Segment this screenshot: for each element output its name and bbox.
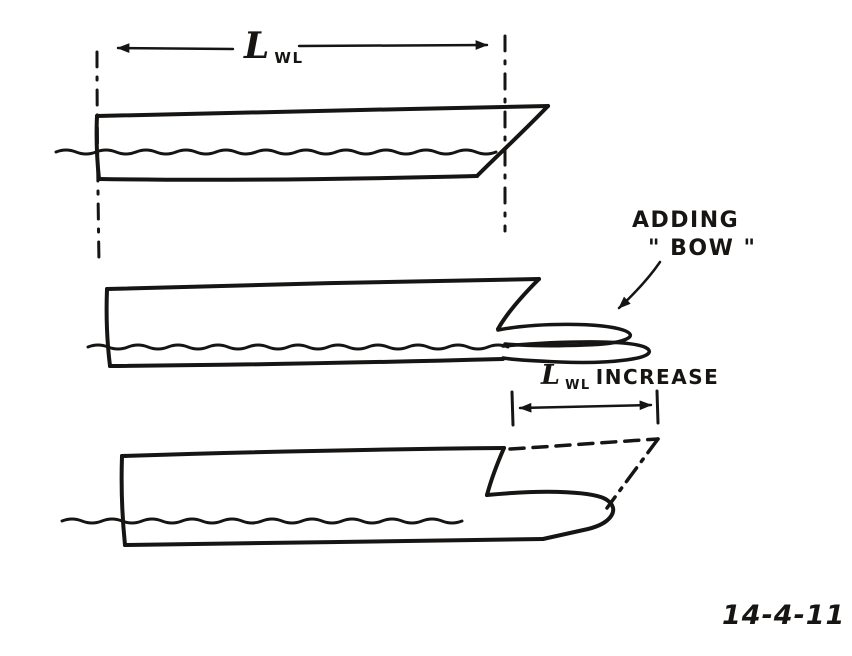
hull2-transom xyxy=(104,287,112,368)
hull3-keel-line xyxy=(123,537,545,547)
hull1-keel-line xyxy=(97,174,479,182)
lwl-dimension: L WL xyxy=(95,25,507,266)
hull2-waterline xyxy=(86,343,510,351)
lwl-increase-dimension: L WL INCREASE xyxy=(510,360,719,427)
date-note: 14-4-11 xyxy=(722,600,845,631)
increase-tick-left xyxy=(510,390,515,427)
hull3-bow-slope xyxy=(485,446,506,497)
hull-extended xyxy=(60,437,660,547)
adding-bow-arrow xyxy=(617,260,662,310)
adding-bow-annotation: ADDING " BOW " xyxy=(617,208,756,310)
hull2-bow-slope xyxy=(496,277,541,331)
hull-with-bulb xyxy=(86,277,652,368)
hull3-bulb-outline xyxy=(485,489,616,541)
hull2-bulb-upper-loop xyxy=(496,322,632,348)
increase-tick-right xyxy=(655,389,660,425)
adding-bow-label-line1: ADDING xyxy=(632,208,739,233)
hull3-waterline xyxy=(60,517,464,525)
lwl-label: L WL xyxy=(243,25,304,67)
hull1-sheer-line xyxy=(95,104,550,118)
hull3-sheer-line xyxy=(120,446,506,458)
hull1-waterline xyxy=(54,148,498,156)
hull1-bow-slope xyxy=(475,104,550,178)
hull2-keel-line xyxy=(108,357,505,368)
lwl-extension-line-left xyxy=(95,50,101,266)
hull3-old-sheer-dashed xyxy=(508,437,660,451)
adding-bow-label-line2: " BOW " xyxy=(648,236,756,261)
hull1-transom xyxy=(94,114,101,181)
lwl-arrow-right xyxy=(297,40,489,50)
hull2-bulb-lower-loop xyxy=(501,340,652,365)
increase-arrow xyxy=(518,400,653,413)
lwl-arrow-left xyxy=(116,43,235,53)
hull3-old-bow-dashed xyxy=(605,437,660,510)
hull-original xyxy=(54,104,550,182)
hull3-transom xyxy=(119,454,127,547)
hull2-sheer-line xyxy=(105,277,541,291)
lwl-increase-label: L WL INCREASE xyxy=(540,360,719,393)
